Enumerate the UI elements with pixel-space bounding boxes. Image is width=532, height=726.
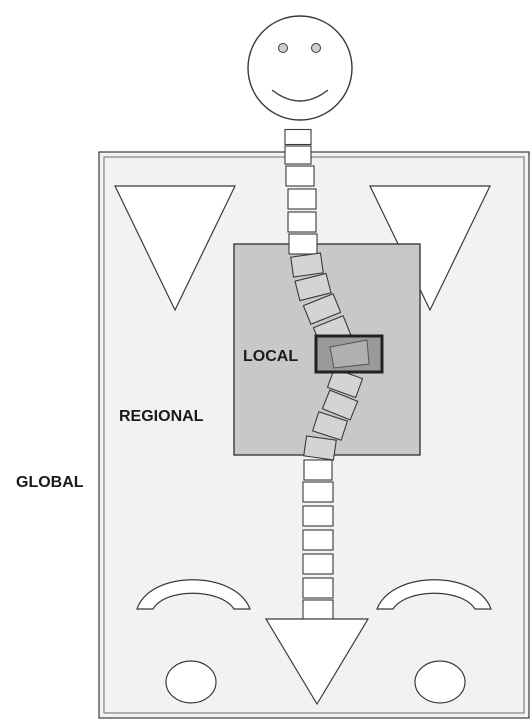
global-label: GLOBAL xyxy=(16,474,84,491)
right-eye xyxy=(312,44,321,53)
vertebra xyxy=(304,436,336,460)
regional-label: REGIONAL xyxy=(119,408,204,425)
vertebra xyxy=(289,234,317,254)
local-region-box xyxy=(316,336,382,372)
right-foot xyxy=(415,661,465,703)
vertebra xyxy=(285,130,311,145)
vertebra xyxy=(304,460,332,480)
vertebra xyxy=(303,554,333,574)
left-eye xyxy=(279,44,288,53)
vertebra xyxy=(288,189,316,209)
vertebra xyxy=(286,166,314,186)
vertebra xyxy=(291,253,323,277)
head xyxy=(248,16,352,120)
vertebra xyxy=(303,506,333,526)
vertebra xyxy=(285,146,311,164)
vertebra xyxy=(303,600,333,620)
vertebra xyxy=(288,212,316,232)
vertebra xyxy=(303,578,333,598)
local-label: LOCAL xyxy=(243,348,298,365)
vertebra xyxy=(303,482,333,502)
left-foot xyxy=(166,661,216,703)
vertebra xyxy=(303,530,333,550)
